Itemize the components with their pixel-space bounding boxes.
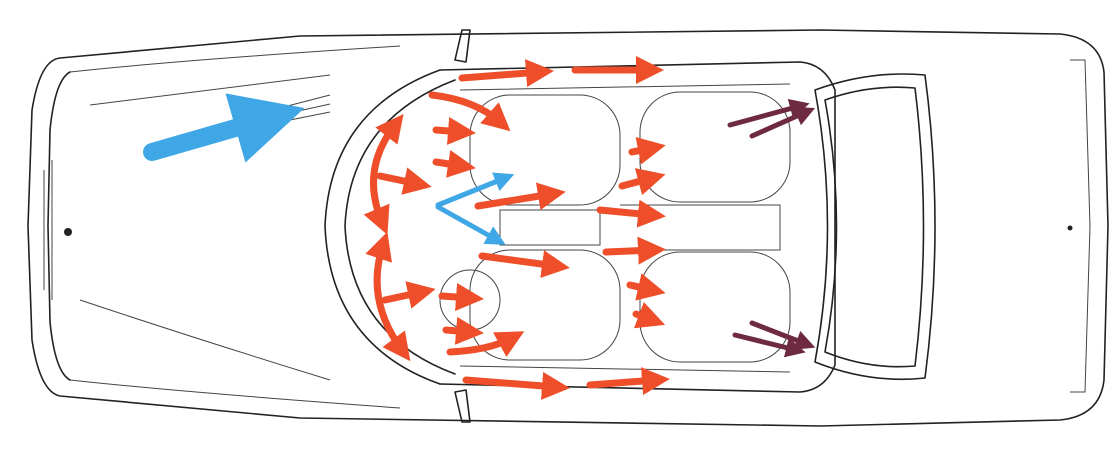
fresh-air-intake-arrow bbox=[143, 93, 305, 163]
warm-air-arrow bbox=[596, 199, 666, 228]
warm-air-arrow bbox=[618, 168, 666, 196]
warm-air-arrow bbox=[438, 283, 484, 311]
exhaust-air-arrow bbox=[727, 98, 810, 128]
warm-air-arrow bbox=[628, 137, 666, 165]
fresh-air-arrow bbox=[435, 204, 506, 245]
fresh-air-arrows bbox=[143, 93, 515, 245]
exhaust-air-arrows bbox=[727, 98, 816, 358]
exhaust-air-arrow bbox=[749, 320, 816, 350]
warm-air-arrow bbox=[376, 167, 432, 195]
car-body-outline bbox=[27, 29, 1109, 427]
fresh-air-arrow bbox=[435, 172, 515, 208]
warm-air-arrow bbox=[446, 331, 525, 357]
exhaust-air-arrow bbox=[749, 106, 816, 139]
warm-air-arrows bbox=[363, 56, 670, 400]
hood-emblem bbox=[64, 228, 72, 236]
warm-air-arrow bbox=[602, 236, 666, 265]
warm-air-arrow bbox=[458, 59, 554, 88]
warm-air-arrow bbox=[474, 182, 566, 211]
trunk-lock bbox=[1067, 225, 1073, 231]
warm-air-arrow bbox=[478, 250, 570, 278]
warm-air-arrow bbox=[586, 367, 670, 396]
exhaust-air-arrow bbox=[732, 332, 806, 358]
warm-air-arrow bbox=[626, 273, 666, 301]
warm-air-arrow bbox=[462, 371, 570, 400]
warm-air-arrow bbox=[428, 91, 511, 132]
warm-air-arrow-double bbox=[365, 231, 411, 362]
warm-air-arrow bbox=[381, 281, 436, 309]
warm-air-arrow bbox=[432, 116, 476, 145]
warm-air-arrow bbox=[432, 150, 476, 178]
warm-air-arrow bbox=[442, 316, 484, 345]
warm-air-arrow-double bbox=[363, 113, 404, 235]
warm-air-arrow bbox=[632, 301, 666, 329]
